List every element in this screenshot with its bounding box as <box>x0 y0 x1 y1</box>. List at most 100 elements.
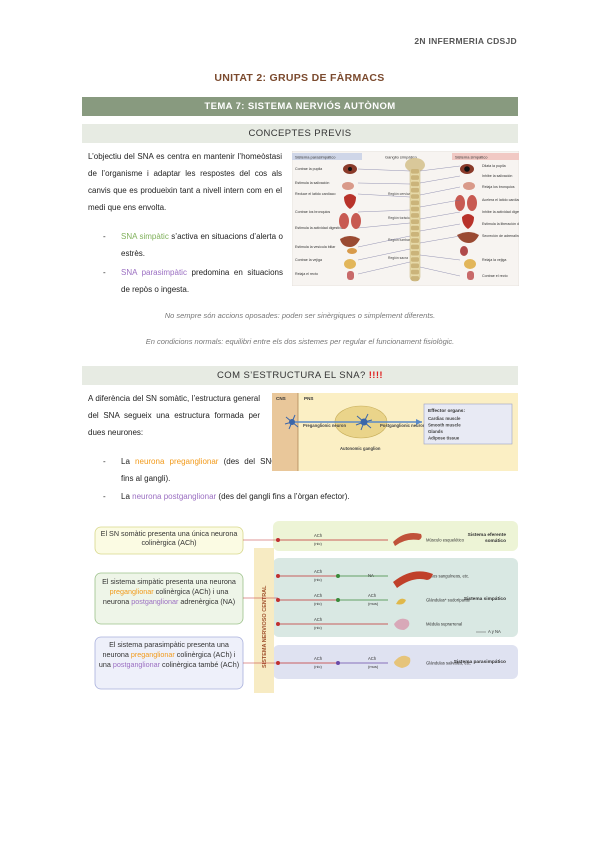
vertebra <box>411 263 419 269</box>
fig2-pns: PNS <box>304 396 313 401</box>
fig3-receptor-a: (nic) <box>314 664 322 669</box>
vertebra <box>411 169 419 174</box>
fig3-system-label: Sistema parasimpático <box>454 659 506 665</box>
unit-title: UNITAT 2: GRUPS DE FÀRMACS <box>214 72 385 84</box>
fig3-target-label: Médula suprarrenal <box>426 622 462 627</box>
fig3-receptor-a: (nic) <box>314 541 322 546</box>
term-preganglionic: neurona preganglionar <box>135 457 219 466</box>
fig1-right-title: Sistema simpático <box>455 155 488 160</box>
fig1-region-label: Región torácica <box>388 216 412 220</box>
vertebra <box>411 219 419 224</box>
fig1-left-label: Contrae la vejiga <box>295 258 322 262</box>
fig3-receptor-b: (mus) <box>368 664 379 669</box>
fig3-box-somatic: El SN somàtic presenta una única neurona… <box>94 526 244 555</box>
bullet-preganglionic: - La neurona preganglionar (des del SNC … <box>103 457 278 483</box>
fig1-left-label: Estimula la actividad digestiva <box>295 226 343 230</box>
fig1-right-label: Relaja los bronquios <box>482 185 515 189</box>
fig1-right-label: Relaja la vejiga <box>482 258 506 262</box>
fig3-target-label: Vasos sanguíneos, etc. <box>426 574 469 579</box>
fig3-cns-label: SISTEMA NERVIOSO CENTRAL <box>262 585 268 668</box>
fig1-left-label: Estimula la salivación <box>295 181 329 185</box>
fig1-mid-title: Ganglio simpático <box>385 155 418 160</box>
course-header: 2N INFERMERIA CDSJD <box>414 36 517 46</box>
fig1-region-label: Región lumbar <box>388 238 411 242</box>
fig3-receptor-b: (mus) <box>368 601 379 606</box>
section-title-structure: COM S’ESTRUCTURA EL SNA? !!!! <box>82 366 518 385</box>
fig2-effector-item: Smooth muscle <box>428 423 461 428</box>
fig3-transmitter-a: ACh <box>314 617 323 622</box>
fig2-ganglion-label: Autonomic ganglion <box>340 446 381 451</box>
fig3-receptor-a: (nic) <box>314 601 322 606</box>
fig3-transmitter-a: ACh <box>314 569 323 574</box>
fig1-left-label: Relaja el recto <box>295 272 318 276</box>
fig3-transmitter-b: ACh <box>368 656 377 661</box>
vertebra <box>411 238 419 243</box>
fig3-pathway-row: ACh (nic) NA Vasos sanguíneos, etc. <box>276 569 469 582</box>
fig1-left-label: Estimula la vesícula biliar <box>295 245 336 249</box>
note-equilibrium: En condicions normals: equilibri entre e… <box>145 337 455 346</box>
fig3-pathway-row: ACh (nic) Médula suprarrenal <box>276 617 462 630</box>
fig3-receptor-a: (nic) <box>314 625 322 630</box>
intro-paragraph: L’objectiu del SNA es centra en mantenir… <box>88 152 282 212</box>
fig1-right-label: Dilata la pupila <box>482 164 506 168</box>
fig3-receptor-a: (nic) <box>314 577 322 582</box>
vertebra <box>411 206 419 212</box>
fig2-effector-item: Glands <box>428 429 443 434</box>
vertebra <box>411 257 419 262</box>
fig1-left-label: Contrae los bronquios <box>295 210 330 214</box>
fig3-target-label: Músculo esquelético <box>426 538 465 543</box>
vertebra <box>411 250 419 256</box>
fig2-effector-title: Effector organs: <box>428 408 465 414</box>
fig3-transmitter-a: ACh <box>314 656 323 661</box>
fig3-target-label: Glándulas salivales, etc. <box>426 661 471 666</box>
bullet-sympathetic: - SNA simpàtic s’activa en situacions d’… <box>103 232 284 258</box>
vertebra <box>411 225 419 231</box>
topic-band: TEMA 7: SISTEMA NERVIÓS AUTÒNOM <box>82 97 518 116</box>
fig3-pathway-row: ACh(nic)ACh(mus)Glándulas* sudoríparasSi… <box>276 593 506 606</box>
fig2-effector-item: Cardiac muscle <box>428 416 461 421</box>
vertebra <box>411 200 419 206</box>
fig1-right-label: Estimula la liberación de <box>482 222 519 226</box>
vertebra <box>411 213 419 218</box>
structure-paragraph: A diferència del SN somàtic, l’estructur… <box>88 394 260 437</box>
vertebra <box>411 175 419 180</box>
vertebra <box>411 194 419 199</box>
vertebra <box>411 187 419 193</box>
two-neuron-figure: CNS PNS Preganglionic neuron Postganglio… <box>272 393 518 471</box>
vertebra <box>411 244 419 250</box>
fig1-right-label: Inhibe la salivación <box>482 174 512 178</box>
fig3-adrenal-output: A y NA <box>488 629 501 634</box>
fig3-transmitter-a: ACh <box>314 533 323 538</box>
fig3-pathway-row: ACh (nic) ACh (mus) Glándulas salivales, etc… <box>276 656 506 669</box>
efferent-systems-figure: SISTEMA NERVIOSO CENTRAL El SN somàtic p… <box>88 518 518 694</box>
note-actions: No sempre són accions oposades: poden se… <box>164 311 436 320</box>
fig1-left-label: Reduce el latido cardíaco <box>295 192 336 196</box>
term-postganglionic: neurona postganglionar <box>132 492 217 501</box>
fig1-right-label: Secreción de adrenalina y <box>482 234 519 238</box>
fig1-right-label: Inhibe la actividad digest <box>482 210 519 214</box>
fig3-transmitter-b: NA <box>368 573 374 578</box>
fig3-box-sympathetic: El sistema simpàtic presenta una neurona… <box>94 572 244 625</box>
term-sympathetic: SNA simpàtic <box>121 232 169 241</box>
fig1-region-label: Región cervical <box>388 192 411 196</box>
fig2-effector-item: Adipose tissue <box>428 436 460 441</box>
fig1-left-label: Contrae la pupila <box>295 167 322 171</box>
fig3-system-label: Sistema simpático <box>464 596 506 602</box>
bullet-postganglionic: - La neurona postganglionar (des del gan… <box>103 492 350 501</box>
vertebra <box>411 276 419 281</box>
fig2-cns: CNS <box>276 396 286 401</box>
fig1-region-label: Región sacra <box>388 256 408 260</box>
autonomic-organs-figure: Sistema parasimpático Ganglio simpático … <box>292 151 519 286</box>
vertebra <box>411 181 419 187</box>
fig3-transmitter-a: ACh <box>314 593 323 598</box>
fig3-box-parasympathetic: El sistema parasimpàtic presenta una neu… <box>94 636 244 690</box>
fig2-post-label: Postganglionic neuron <box>380 423 426 428</box>
fig3-transmitter-b: ACh <box>368 593 377 598</box>
term-parasympathetic: SNA parasimpàtic <box>121 268 187 277</box>
fig1-right-label: Contrae el recto <box>482 274 508 278</box>
vertebra <box>411 269 419 275</box>
fig1-left-title: Sistema parasimpático <box>295 155 336 160</box>
section-title-concepts: CONCEPTES PREVIS <box>82 124 518 143</box>
